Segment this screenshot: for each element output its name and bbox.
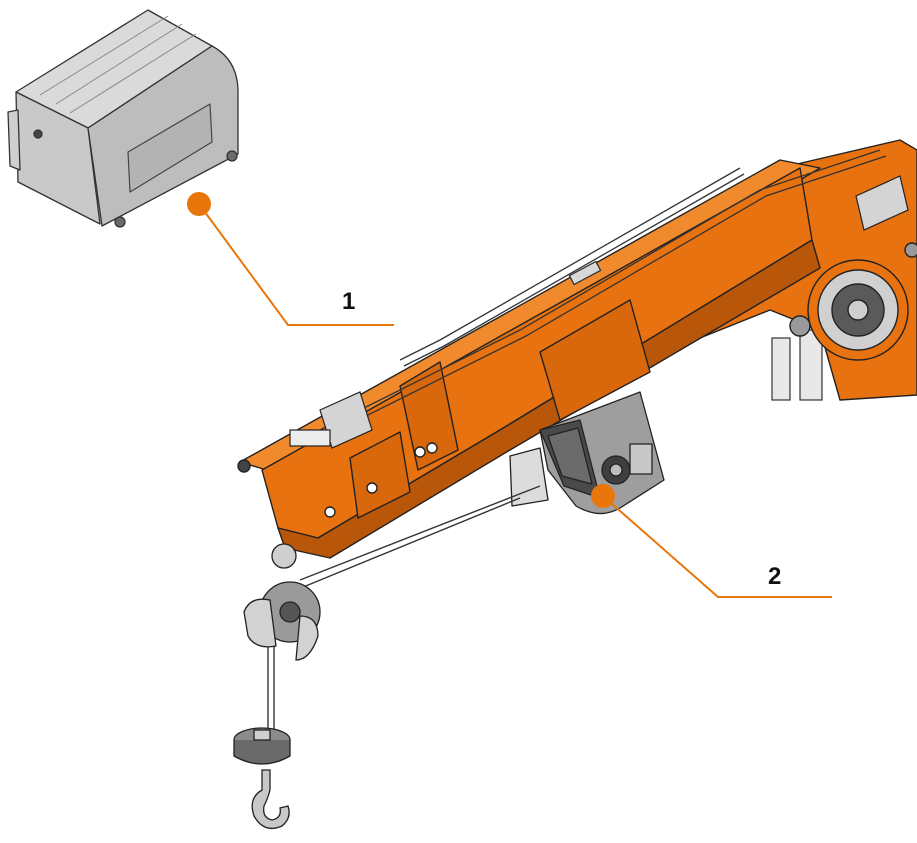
winch [509, 391, 665, 515]
callout-2 [591, 484, 832, 598]
callout-1 [187, 192, 394, 326]
bolt-icon [226, 150, 238, 162]
cover-box [7, 9, 239, 228]
callout-1-leader [198, 203, 394, 326]
bolt-icon [114, 216, 126, 228]
callout-2-leader [602, 495, 832, 598]
callout-1-number: 1 [342, 288, 356, 315]
valve-block [289, 175, 909, 449]
crane-support [771, 329, 823, 401]
callout-2-number: 2 [768, 563, 782, 590]
hydraulic-lines [299, 149, 887, 447]
bolt-icon [33, 129, 43, 139]
pulley-hook [233, 543, 321, 830]
